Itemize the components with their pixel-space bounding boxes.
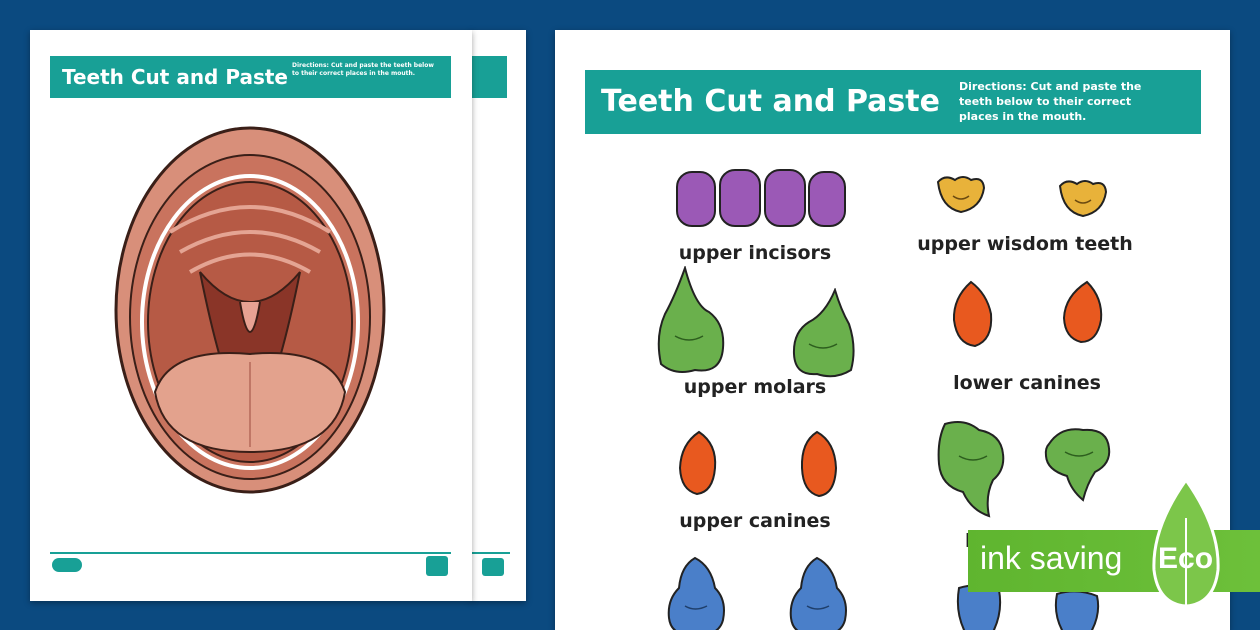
upper-canine-left <box>678 430 717 496</box>
back-worksheet-page <box>470 30 526 601</box>
mouth-page-banner: Teeth Cut and Paste Directions: Cut and … <box>50 56 451 98</box>
label-lower-canines: lower canines <box>953 372 1101 394</box>
teeth-page-directions: Directions: Cut and paste the teeth belo… <box>959 80 1142 123</box>
upper-wisdom-tooth-left <box>936 176 986 214</box>
upper-incisors-teeth <box>676 169 846 227</box>
teeth-page-title: Teeth Cut and Paste <box>601 84 940 119</box>
lower-tooth-blue-4 <box>1054 590 1100 630</box>
lower-tooth-blue-2 <box>789 556 847 630</box>
mouth-page-directions: Directions: Cut and paste the teeth belo… <box>292 62 434 78</box>
lower-molar-right <box>1044 428 1111 502</box>
label-upper-incisors: upper incisors <box>678 242 832 264</box>
ink-saving-text: ink saving <box>980 540 1123 576</box>
upper-wisdom-tooth-right <box>1058 180 1108 218</box>
label-upper-molars: upper molars <box>683 376 827 398</box>
mouth-page-footer-logo-right <box>426 556 448 576</box>
back-page-footer-logo <box>482 558 504 576</box>
label-upper-canines: upper canines <box>679 510 831 532</box>
back-page-footer-line <box>470 552 510 554</box>
teeth-page-banner: Teeth Cut and Paste Directions: Cut and … <box>585 70 1201 134</box>
lower-canine-left <box>952 280 993 348</box>
upper-molar-left <box>657 266 725 373</box>
upper-molar-right <box>792 288 855 378</box>
eco-leaf-icon <box>1152 478 1220 624</box>
label-upper-wisdom-teeth: upper wisdom teeth <box>917 233 1133 255</box>
eco-label: Eco <box>1158 542 1214 575</box>
open-mouth-illustration <box>114 126 386 494</box>
lower-canine-right <box>1062 280 1103 344</box>
back-page-banner <box>470 56 507 98</box>
mouth-worksheet-page: Teeth Cut and Paste Directions: Cut and … <box>30 30 472 601</box>
lower-tooth-blue-1 <box>667 556 725 630</box>
mouth-page-footer-logo-left <box>52 558 82 572</box>
mouth-page-footer-line <box>50 552 451 554</box>
mouth-page-title: Teeth Cut and Paste <box>62 65 288 89</box>
lower-molar-left <box>937 421 1005 518</box>
upper-canine-right <box>800 430 838 498</box>
